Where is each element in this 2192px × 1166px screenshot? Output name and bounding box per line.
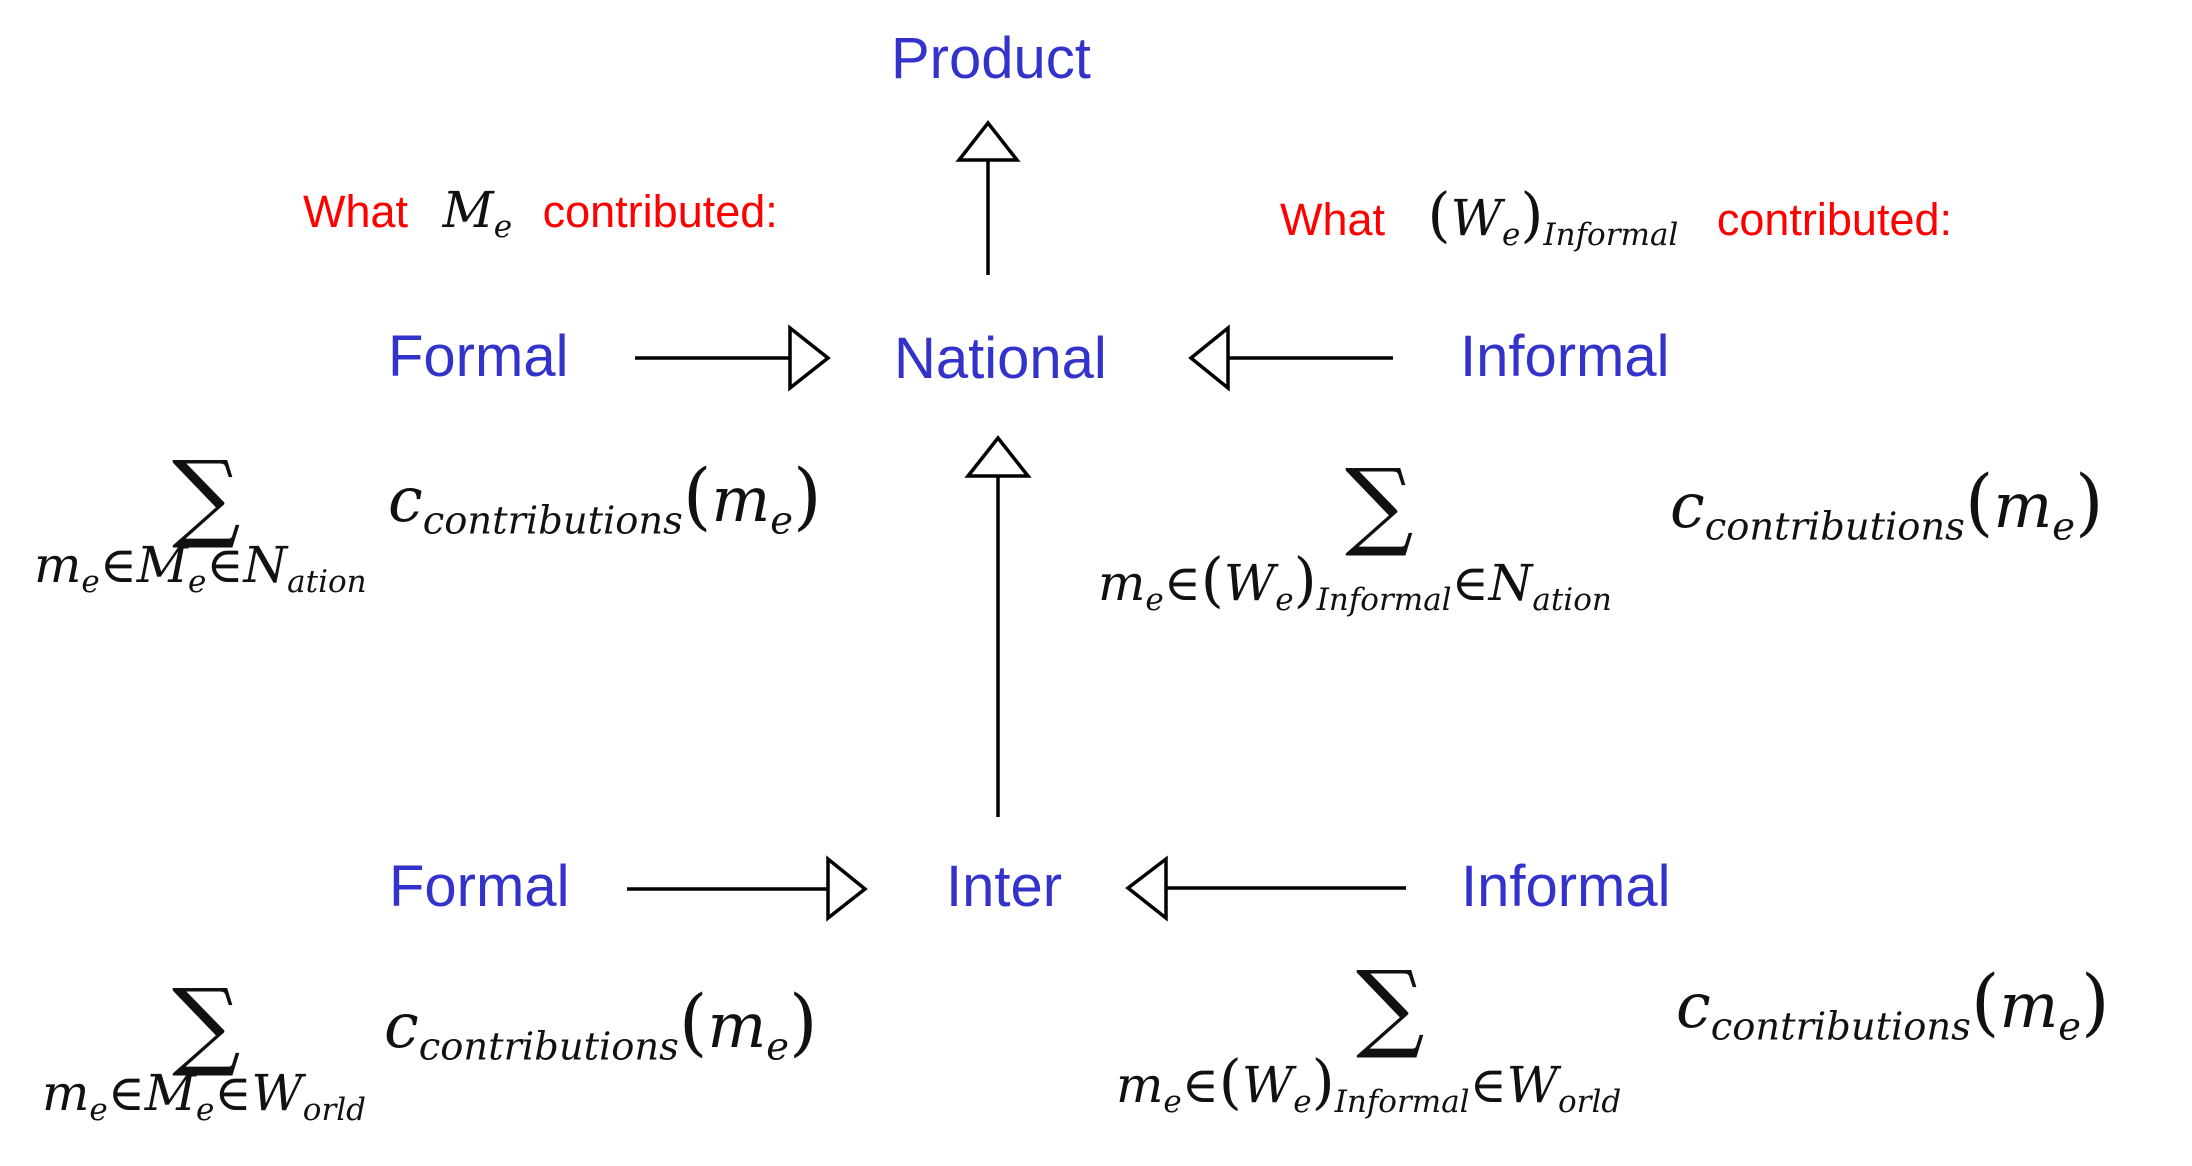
body-formal-world: ccontributions(me) <box>384 980 818 1070</box>
arrowhead-national-left <box>788 324 831 392</box>
arrowhead-inter-right <box>1125 855 1168 922</box>
node-informal-national: Informal <box>1460 324 1670 389</box>
limits-formal-world: me∈Me∈World <box>42 1064 367 1128</box>
limits-formal-nation: me∈Me∈Nation <box>34 536 367 600</box>
note-informal-contribution: What (We)Informal contributed: <box>1280 185 1952 251</box>
sigma-informal-nation: ∑ <box>1345 448 1414 560</box>
note-prefix: What <box>1280 194 1386 245</box>
note-symbol-me: Me <box>442 181 513 245</box>
limits-informal-world: me∈(We)Informal∈World <box>1116 1047 1622 1120</box>
limits-informal-nation: me∈(We)Informal∈Nation <box>1098 545 1612 618</box>
note-suffix: contributed: <box>542 186 778 237</box>
note-formal-contribution: What Me contributed: <box>303 185 778 243</box>
body-informal-world: ccontributions(me) <box>1676 960 2110 1050</box>
note-symbol-we-informal: (We)Informal <box>1427 180 1679 253</box>
body-formal-nation: ccontributions(me) <box>388 454 822 544</box>
arrowhead-inter-left <box>826 855 868 922</box>
node-formal-national: Formal <box>388 324 569 389</box>
node-informal-inter: Informal <box>1461 854 1671 919</box>
node-formal-inter: Formal <box>389 854 570 919</box>
body-informal-nation: ccontributions(me) <box>1670 460 2104 550</box>
node-inter: Inter <box>946 854 1063 919</box>
sigma-formal-world: ∑ <box>172 968 241 1080</box>
arrowhead-national-bottom <box>964 435 1032 478</box>
node-national: National <box>894 326 1107 391</box>
sigma-formal-nation: ∑ <box>172 440 241 552</box>
node-product: Product <box>891 26 1091 91</box>
arrowhead-product <box>955 120 1021 162</box>
arrowhead-national-right <box>1188 324 1230 392</box>
note-prefix: What <box>303 186 409 237</box>
note-suffix: contributed: <box>1716 194 1953 245</box>
sigma-informal-world: ∑ <box>1356 950 1425 1062</box>
